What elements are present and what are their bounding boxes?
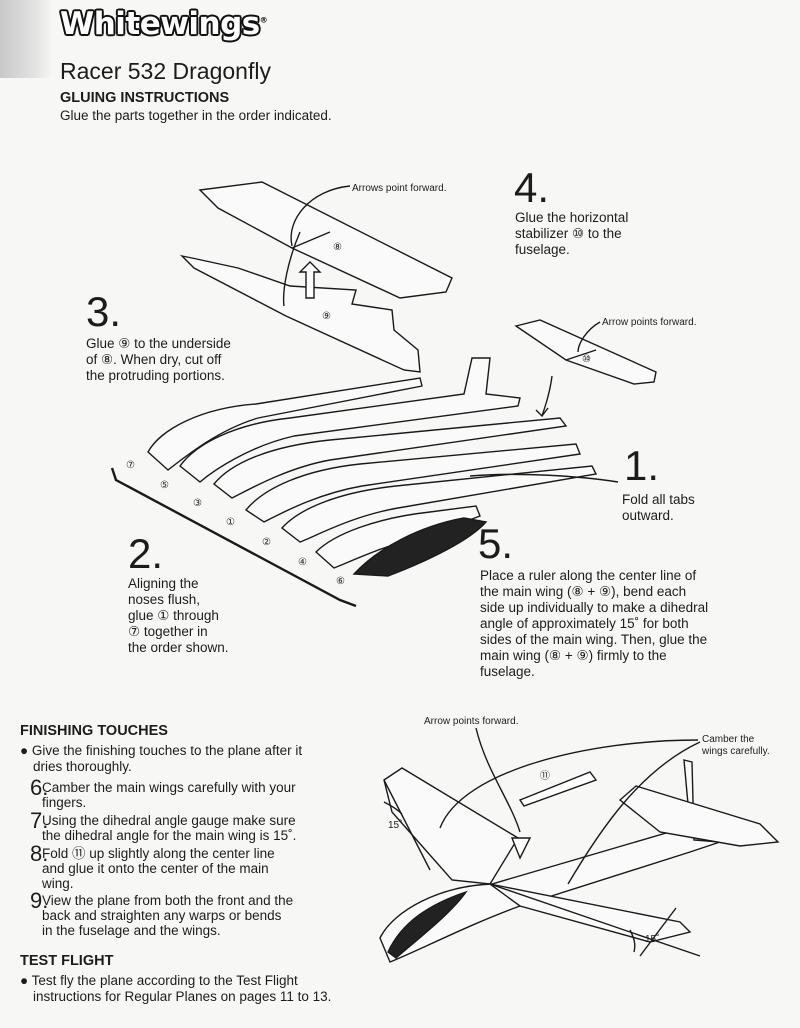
wing-part-9: [179, 254, 421, 373]
item-6-number: 6.: [30, 775, 49, 800]
item-8-text: Fold ⑪ up slightly along the center line…: [42, 846, 275, 891]
step-2-number: 2.: [128, 530, 164, 577]
up-arrow: [298, 261, 322, 299]
label-camber-1: Camber the: [702, 734, 755, 745]
angle-label-1: 15˚: [388, 820, 403, 831]
item-7-number: 7.: [30, 808, 49, 833]
part-10-label: ⑩: [582, 354, 591, 365]
test-flight-heading: TEST FLIGHT: [20, 953, 114, 969]
item-6-text: Camber the main wings carefully with you…: [42, 780, 296, 810]
stack-label-5: ⑤: [160, 480, 169, 491]
stack-label-7: ⑦: [126, 460, 135, 471]
stack-label-4: ④: [298, 557, 307, 568]
part-8-label: ⑧: [333, 242, 342, 253]
item-9-text: View the plane from both the front and t…: [42, 893, 294, 938]
label-camber-2: wings carefully.: [702, 746, 770, 757]
part-9-label: ⑨: [322, 311, 331, 322]
finishing-bullet: ● Give the finishing touches to the plan…: [20, 743, 303, 758]
leader-arrow-stab: [577, 321, 601, 353]
angle-label-2: 15˚: [645, 934, 660, 945]
finishing-list: ● Give the finishing touches to the plan…: [20, 743, 380, 943]
stack-label-3: ③: [193, 498, 202, 509]
item-7-text: Using the dihedral angle gauge make sure…: [42, 813, 297, 843]
page-title: Racer 532 Dragonfly: [60, 58, 271, 84]
stack-label-6: ⑥: [336, 576, 345, 587]
gluing-intro: Glue the parts together in the order ind…: [60, 108, 332, 123]
step-5-number: 5.: [478, 520, 514, 567]
label-arrow-forward-stab: Arrow points forward.: [602, 317, 697, 328]
step-3-number: 3.: [86, 288, 122, 335]
gluing-heading: GLUING INSTRUCTIONS: [60, 90, 230, 106]
finishing-heading: FINISHING TOUCHES: [20, 723, 168, 739]
label-arrows-forward: Arrows point forward.: [352, 183, 447, 194]
step-4-number: 4.: [514, 164, 550, 211]
item-8-number: 8.: [30, 841, 49, 866]
item-9-number: 9.: [30, 888, 49, 913]
stack-label-1: ①: [226, 517, 235, 528]
part-11-label: ⑪: [540, 771, 550, 782]
main-wing-8: [198, 181, 453, 299]
stack-label-2: ②: [262, 537, 271, 548]
brand-logo: Whitewings®: [60, 6, 268, 42]
leader-arrows-forward: [290, 185, 351, 247]
step-1-number: 1.: [624, 442, 660, 489]
label-arrow-forward-2: Arrow points forward.: [424, 716, 519, 727]
corner-shade: [0, 0, 52, 78]
stabilizer-10: [514, 319, 657, 385]
test-flight-text: ● Test fly the plane according to the Te…: [20, 973, 332, 1004]
